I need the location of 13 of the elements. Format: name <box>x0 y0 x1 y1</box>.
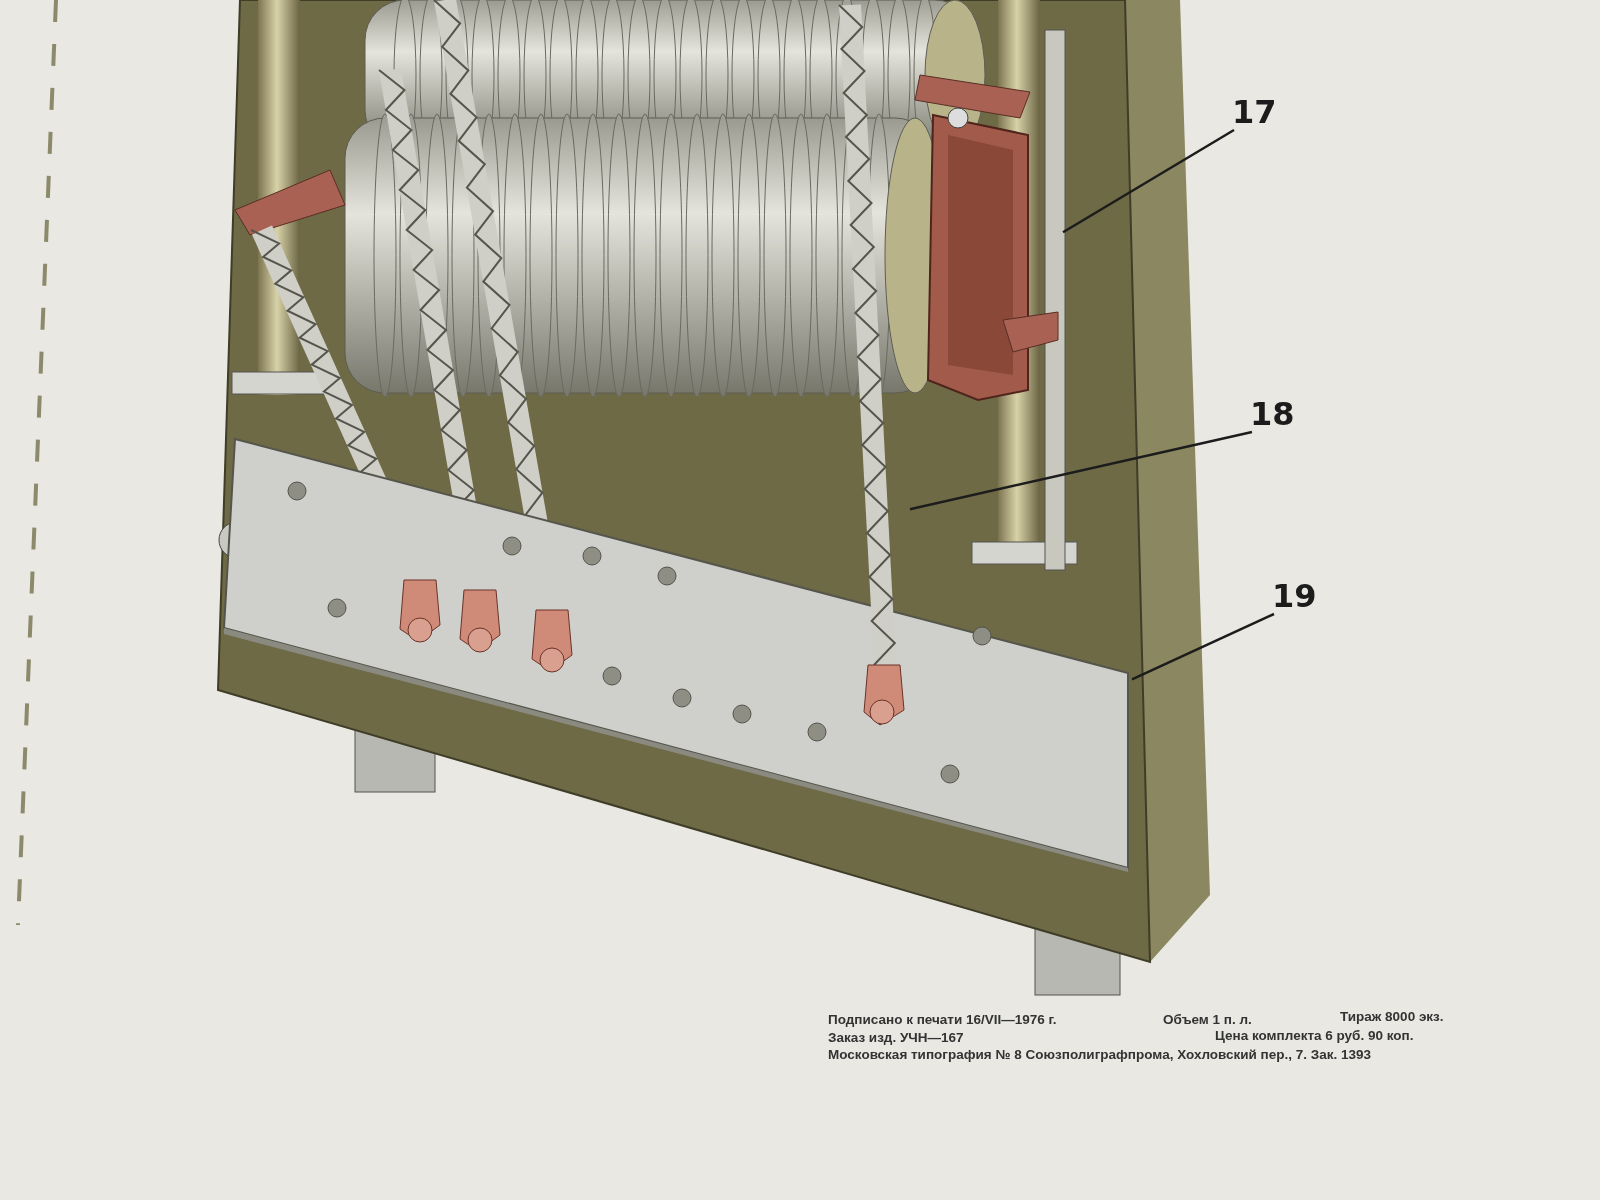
callout-number: 19 <box>1272 580 1317 612</box>
busbar-drawing <box>222 436 1132 872</box>
callout-number: 18 <box>1250 398 1295 430</box>
callout-number: 17 <box>1232 96 1277 128</box>
imprint-text: Подписано к печати 16/VII—1976 г. <box>828 1013 1057 1027</box>
imprint-text: Объем 1 п. л. <box>1163 1013 1252 1027</box>
leader-line <box>1131 612 1275 681</box>
imprint-text: Тираж 8000 экз. <box>1340 1010 1444 1024</box>
imprint-text: Заказ изд. УЧН—167 <box>828 1031 964 1045</box>
imprint-text: Московская типография № 8 Союзполиграфпрома, Хохловский пер., 7. Зак. 1393 <box>828 1048 1372 1062</box>
leader-line <box>909 430 1253 511</box>
leader-line <box>1062 128 1235 234</box>
imprint-text: Цена комплекта 6 руб. 90 коп. <box>1215 1029 1414 1043</box>
